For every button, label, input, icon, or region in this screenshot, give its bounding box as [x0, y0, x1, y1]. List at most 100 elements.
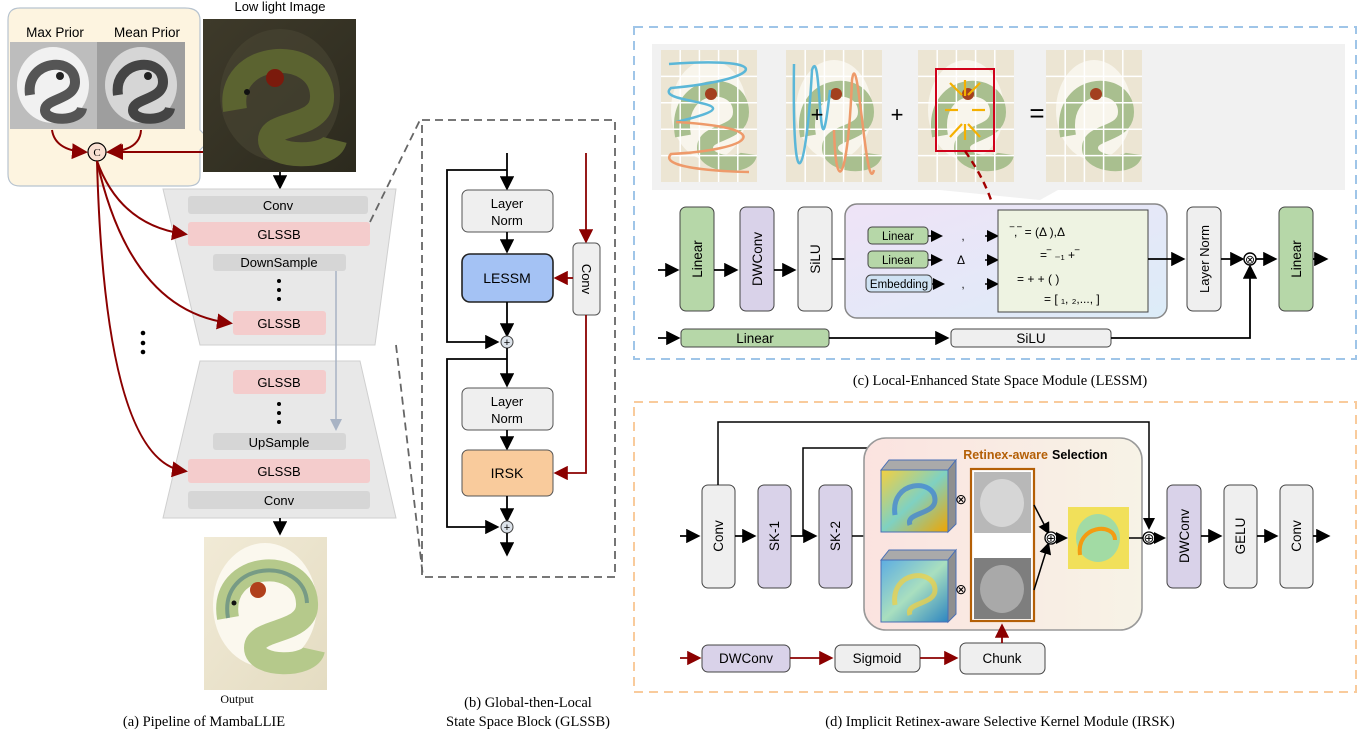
lessm-layernorm-label: Layer Norm	[1197, 225, 1212, 293]
scan-plus-2: +	[891, 102, 904, 127]
irsk-gelu-label: GELU	[1233, 518, 1248, 555]
gate-to-mul-arrow	[1111, 264, 1258, 339]
layernorm-1-label-a: Layer	[491, 196, 524, 211]
weight-1-to-add-arrow	[1033, 504, 1050, 535]
prior-sigmoid-label: Sigmoid	[853, 651, 902, 666]
lessm-dwconv-label: DWConv	[750, 232, 765, 286]
irsk-skip-arrow	[717, 421, 1155, 530]
scan-tile-vertical	[786, 50, 882, 182]
layernorm-2-label-a: Layer	[491, 394, 524, 409]
multiply-symbol-2: ⊗	[955, 581, 967, 597]
layernorm-1-label-b: Norm	[491, 213, 523, 228]
encoder-conv-label: Conv	[263, 198, 294, 213]
add-symbol-residual: ⊕	[1144, 531, 1155, 546]
layernorm-2-label-b: Norm	[491, 411, 523, 426]
encoder-glssb-2	[233, 311, 326, 335]
zoom-guide-lines	[369, 119, 424, 578]
lessm-dwconv	[739, 206, 775, 312]
local-arrows-icon	[945, 80, 985, 140]
glssb-frame	[421, 119, 616, 578]
scan-tiles	[661, 50, 1142, 182]
scan-plus-1: +	[811, 102, 824, 127]
sk-2-label: SK-2	[828, 521, 843, 551]
mean-prior-label: Mean Prior	[114, 25, 181, 40]
gate-linear-label: Linear	[736, 331, 774, 346]
irsk-conv-in-label: Conv	[711, 520, 726, 552]
panel-d-caption: (d) Implicit Retinex-aware Selective Ker…	[825, 714, 1175, 730]
feature-map-2	[879, 548, 958, 624]
selection-title-plain: Selection	[1052, 448, 1108, 462]
sk-1-label: SK-1	[767, 521, 782, 551]
irsk-label: IRSK	[491, 465, 524, 481]
fused-feature-map	[1068, 507, 1129, 569]
encoder-glssb-2-label: GLSSB	[257, 316, 300, 331]
prior-arrow-3	[96, 160, 188, 478]
prior-conv-label: Conv	[579, 264, 594, 295]
panel-b-caption-2: State Space Block (GLSSB)	[446, 714, 610, 730]
low-light-image	[203, 19, 356, 172]
panel-b-glssb: Layer Norm LESSM + Layer Norm IRSK + Con…	[369, 119, 616, 730]
decoder-glssb-2	[188, 459, 370, 483]
ssm-embedding-label: Embedding	[870, 279, 928, 291]
decoder-ellipsis	[277, 402, 281, 424]
panel-c-lessm: + + = Linear DWConv SiLU Linear Linear E…	[633, 26, 1357, 389]
scan-equals: =	[1029, 98, 1044, 128]
irsk-dwconv-label: DWConv	[1177, 509, 1192, 563]
equation-4: = [ ₁, ₂,..., ]	[1044, 292, 1100, 306]
max-prior-image	[10, 42, 97, 129]
feature-map-1	[879, 458, 958, 534]
side-ellipsis	[140, 330, 146, 355]
decoder-conv	[188, 491, 370, 509]
weight-2-to-add-arrow	[1033, 542, 1052, 591]
ssm-equation-box	[997, 209, 1149, 313]
upsample-block	[213, 433, 346, 450]
add-symbol-selection: ⊕	[1046, 531, 1057, 546]
encoder-ellipsis	[277, 279, 281, 301]
scan-tile-horizontal	[661, 50, 757, 182]
add-node-2-symbol: +	[504, 522, 510, 534]
lessm-label: LESSM	[483, 270, 530, 286]
decoder-glssb-1	[233, 370, 326, 394]
ssm-linear-2-label: Linear	[882, 255, 914, 267]
equation-3: = + + ( )	[1017, 272, 1059, 286]
max-prior-label: Max Prior	[26, 25, 84, 40]
conv-to-irsk-arrow	[553, 315, 587, 481]
selection-title-colored: Retinex-aware	[963, 448, 1048, 462]
lessm-silu-label: SiLU	[808, 244, 823, 273]
ssm-symbol-3: ,	[961, 279, 964, 291]
encoder-glssb-1-label: GLSSB	[257, 227, 300, 242]
prior-arrow-2	[96, 160, 233, 330]
decoder-glssb-2-label: GLSSB	[257, 464, 300, 479]
prior-chunk-label: Chunk	[982, 651, 1021, 666]
retinex-weight-maps	[969, 467, 1036, 623]
encoder-glssb-1	[188, 222, 370, 246]
upsample-label: UpSample	[249, 435, 310, 450]
concat-symbol: C	[93, 147, 100, 159]
ssm-symbol-delta: Δ	[957, 253, 965, 267]
irsk-frame	[633, 401, 1357, 693]
equation-2: =‾ ₋₁ +‾	[1040, 248, 1080, 262]
lessm-linear-1-label: Linear	[690, 240, 705, 278]
prior-arrow-1	[96, 160, 188, 241]
multiply-symbol-1: ⊗	[955, 491, 967, 507]
max-prior-arrow	[51, 129, 88, 160]
irsk-conv-out-label: Conv	[1289, 520, 1304, 552]
encoder-conv	[188, 196, 368, 214]
lessm-linear-out-label: Linear	[1289, 240, 1304, 278]
ssm-linear-1-label: Linear	[882, 231, 914, 243]
panel-b-caption-1: (b) Global-then-Local	[464, 695, 592, 711]
panel-a-pipeline: Max Prior Mean Prior Low light Image C	[7, 0, 397, 730]
local-window-link	[964, 150, 1008, 277]
mean-prior-image	[97, 42, 185, 129]
panel-c-caption: (c) Local-Enhanced State Space Module (L…	[853, 373, 1148, 389]
equation-1: ‾,‾ = (Δ ),Δ	[1009, 225, 1065, 239]
panel-d-irsk: Conv SK-1 SK-2 Retinex-aware Selection ⊗…	[633, 401, 1357, 730]
downsample-label: DownSample	[240, 255, 317, 270]
lessm-frame	[633, 26, 1357, 360]
decoder-glssb-1-label: GLSSB	[257, 375, 300, 390]
lessm-linear-1	[679, 206, 715, 312]
output-label: Output	[220, 692, 254, 706]
scan-tile-local	[918, 50, 1014, 182]
prior-dwconv-label: DWConv	[719, 651, 773, 666]
